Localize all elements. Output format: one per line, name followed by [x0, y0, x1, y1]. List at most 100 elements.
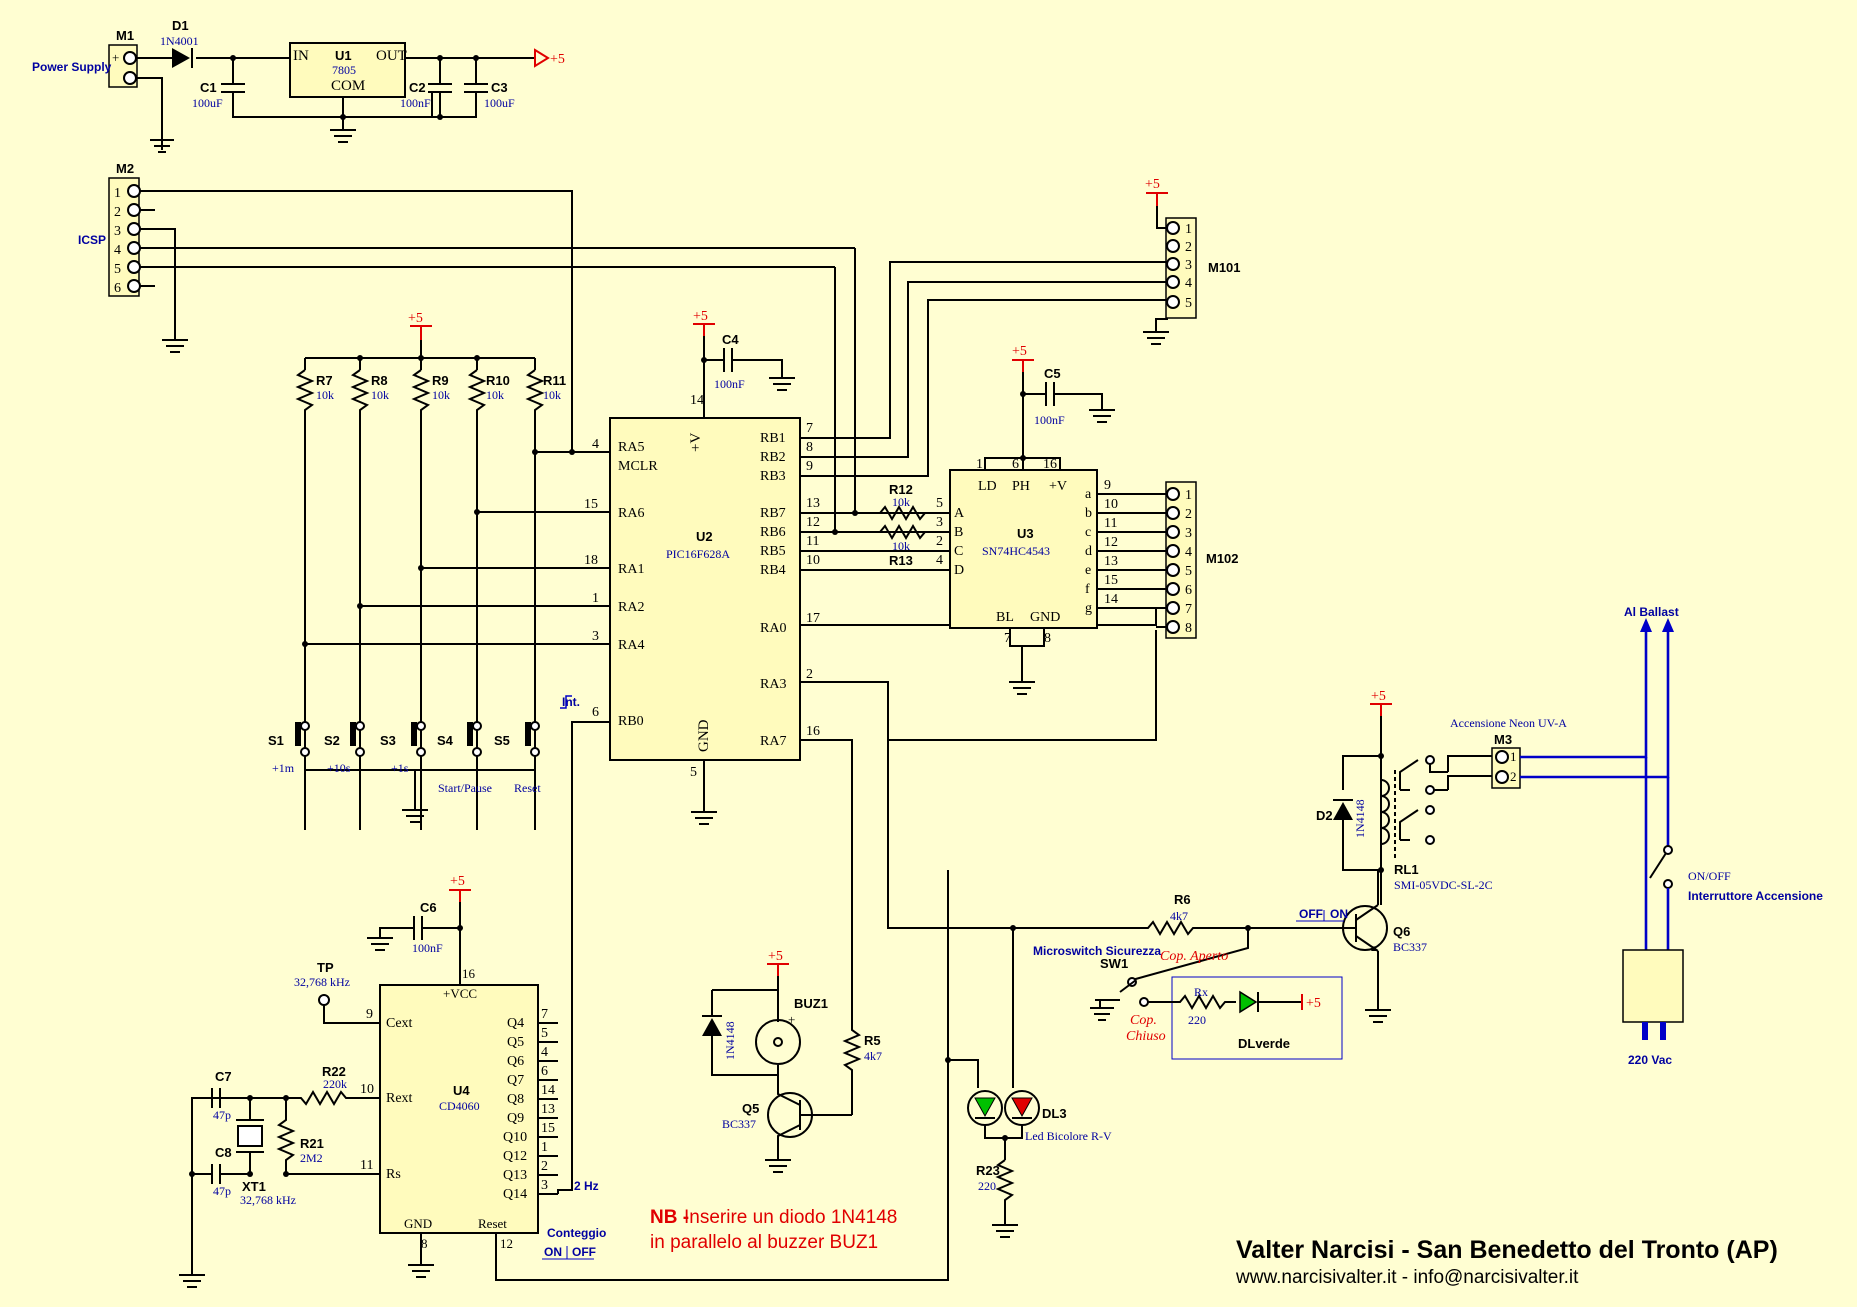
pin-name: Rs — [386, 1167, 401, 1182]
ground-symbol — [162, 339, 188, 353]
ground-symbol — [769, 377, 795, 391]
s4-function: Start/Pause — [438, 781, 492, 795]
off-label: OFF — [572, 1245, 596, 1259]
u2-part: PIC16F628A — [666, 547, 730, 561]
r22-label: R22 — [322, 1064, 346, 1079]
pin-number: 7 — [541, 1007, 548, 1022]
pin-number: 8 — [421, 1236, 428, 1251]
pin-number: 17 — [806, 611, 820, 626]
pin-label: 5 — [114, 262, 121, 277]
vcc-label: +5 — [1012, 344, 1027, 359]
r7-value: 10k — [316, 388, 334, 402]
pin-number: 16 — [806, 724, 820, 739]
pin-number: 14 — [541, 1083, 555, 1098]
on-label: ON — [544, 1245, 562, 1259]
pin-label: 7 — [1185, 602, 1192, 617]
pin-number: 11 — [806, 534, 819, 549]
pin-name: BL — [996, 610, 1014, 625]
d2-label: D2 — [1316, 808, 1333, 823]
pin-label: 1 — [1510, 749, 1517, 764]
onoff-switch-label: ON/OFF — [1688, 869, 1731, 883]
u1-out: OUT — [376, 48, 407, 64]
relay-coil — [1380, 779, 1390, 845]
pin-name: Q13 — [503, 1168, 527, 1183]
pin-number: 2 — [541, 1159, 548, 1174]
regulator-u1 — [289, 42, 406, 98]
connector-m101: +5 1 2 3 4 5 M101 — [1143, 177, 1241, 345]
note-line-1: Inserire un diodo 1N4148 — [684, 1207, 897, 1228]
vcc-label: +5 — [1145, 177, 1160, 192]
xt1-label: XT1 — [242, 1179, 266, 1194]
icsp-label: ICSP — [78, 233, 106, 247]
pin-number: 15 — [541, 1121, 555, 1136]
pin-number: 9 — [806, 459, 813, 474]
u4-label: U4 — [453, 1083, 470, 1098]
pin-number: 15 — [584, 497, 598, 512]
ground-symbol — [1090, 999, 1120, 1021]
c4-value: 100nF — [714, 377, 745, 391]
dlverde-label: DLverde — [1238, 1036, 1290, 1051]
off-label: OFF — [1299, 907, 1323, 921]
q5-label: Q5 — [742, 1101, 759, 1116]
freq-label: 2 Hz — [574, 1179, 599, 1193]
pin-label: 6 — [114, 281, 121, 296]
pin-number: 11 — [1104, 516, 1117, 531]
pin-name: PH — [1012, 479, 1030, 494]
tp-value: 32,768 kHz — [294, 975, 350, 989]
pin-name: g — [1085, 601, 1092, 616]
pin-number: 8 — [1044, 631, 1051, 646]
r21-label: R21 — [300, 1136, 324, 1151]
r9-label: R9 — [432, 373, 449, 388]
rx-label: Rx — [1194, 985, 1208, 999]
pin-number: 13 — [1104, 554, 1118, 569]
vcc-label: +5 — [768, 949, 783, 964]
u3-part: SN74HC4543 — [982, 544, 1050, 558]
r10-label: R10 — [486, 373, 510, 388]
pin-number: 3 — [592, 629, 599, 644]
sw1-description: Microswitch Sicurezza — [1033, 944, 1161, 958]
pin-number: 18 — [584, 553, 598, 568]
pin-name: RA7 — [760, 734, 786, 749]
test-point-tp — [318, 994, 330, 1006]
buzzer-section: +5 1N4148 + BUZ1 Q5 BC337 R5 4k7 — [702, 739, 882, 1173]
ground-symbol — [330, 129, 356, 143]
pin-name: RA4 — [618, 638, 644, 653]
sw1-closed-label-2: Chiuso — [1126, 1029, 1166, 1044]
pin-name: Q5 — [507, 1035, 524, 1050]
m2-label: M2 — [116, 161, 134, 176]
ground-symbol — [1089, 409, 1115, 423]
pin-name: Q14 — [503, 1187, 527, 1202]
pin-label: 3 — [1185, 526, 1192, 541]
pin-number: 2 — [936, 534, 943, 549]
r11-label: R11 — [543, 373, 566, 388]
pin-number: 12 — [1104, 535, 1118, 550]
pin-number: 4 — [592, 437, 599, 452]
pin-label: 3 — [1185, 258, 1192, 273]
pin-label: 4 — [1185, 545, 1192, 560]
pin-label: 5 — [1185, 564, 1192, 579]
pin-label: 1 — [114, 186, 121, 201]
c2-label: C2 — [409, 80, 426, 95]
port-b-wiring: R12 10k 10k R13 — [800, 248, 1168, 741]
u4-part: CD4060 — [439, 1099, 480, 1113]
pin-label: 8 — [1185, 621, 1192, 636]
pin-name: RA3 — [760, 677, 786, 692]
pin-name: RA6 — [618, 506, 644, 521]
bicolor-led-dl3: DL3 Led Bicolore R-V R23 220 — [495, 870, 1112, 1281]
pin-number: 6 — [541, 1064, 548, 1079]
pin-number: 1 — [592, 591, 599, 606]
pin-name: +VCC — [443, 986, 477, 1001]
r9-value: 10k — [432, 388, 450, 402]
s4-label: S4 — [437, 733, 454, 748]
r5-label: R5 — [864, 1033, 881, 1048]
r10-value: 10k — [486, 388, 504, 402]
pin-number: 1 — [976, 457, 983, 472]
pin-name: Q10 — [503, 1130, 527, 1145]
pin-number: 6 — [592, 705, 599, 720]
mains-plug — [1622, 949, 1684, 1023]
c7-label: C7 — [215, 1069, 232, 1084]
c6-value: 100nF — [412, 941, 443, 955]
u2-label: U2 — [696, 529, 713, 544]
pin-number: 15 — [1104, 573, 1118, 588]
